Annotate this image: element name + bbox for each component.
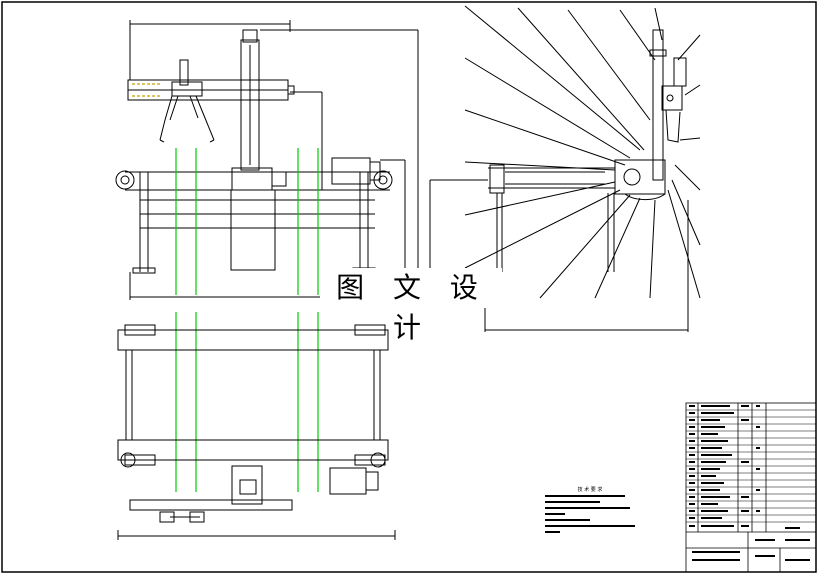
side-view [429,5,701,332]
centerlines [175,148,319,492]
watermark-text: 图 文 设 计 [322,268,502,344]
technical-requirements: 技 术 要 求 [545,486,635,495]
technical-requirements-title: 技 术 要 求 [577,487,603,493]
top-view [117,324,396,540]
title-block [685,402,817,573]
title-block-text-marks [689,405,810,561]
tech-notes-marks [545,495,635,533]
title-block-rows [686,409,816,523]
front-view [115,20,419,300]
